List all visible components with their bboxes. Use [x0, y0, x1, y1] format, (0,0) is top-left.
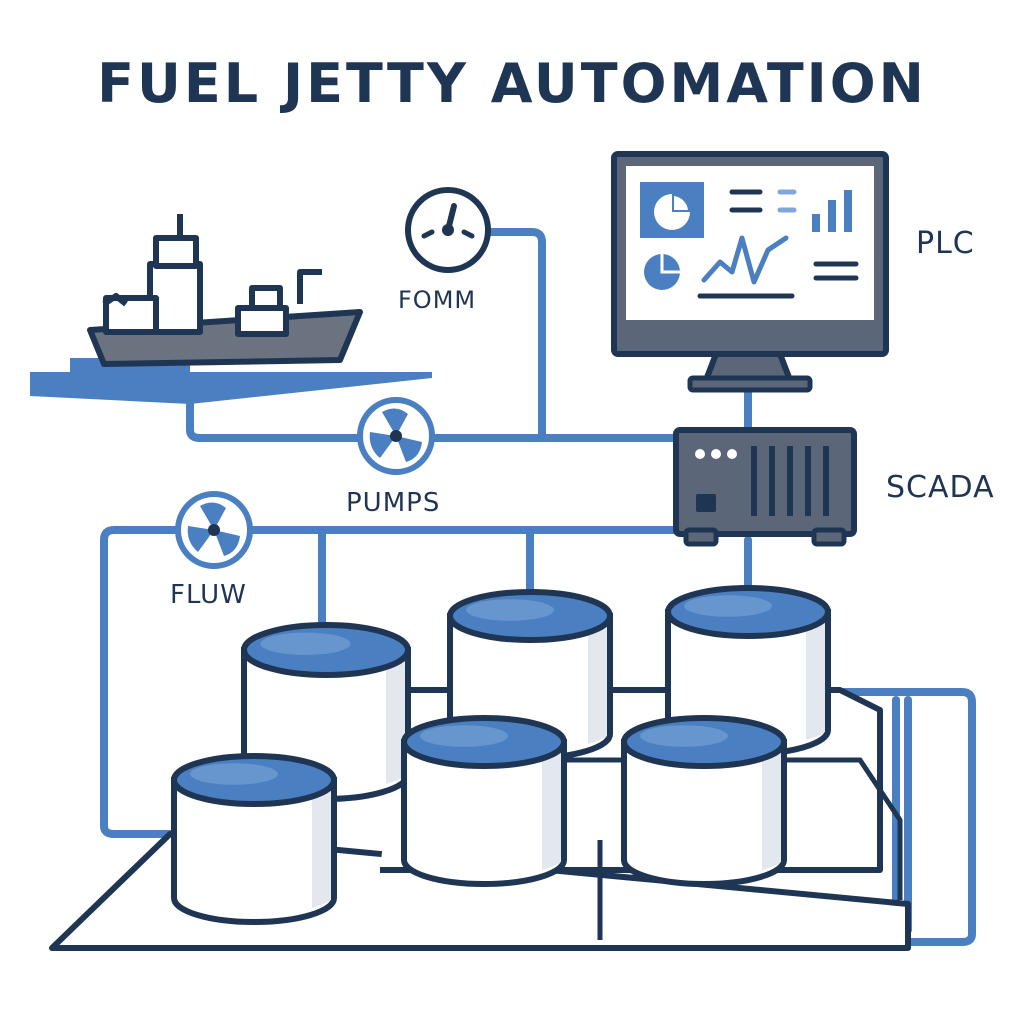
tanks — [171, 585, 831, 925]
pipe-gauge — [484, 228, 546, 442]
pump-fan-icon — [357, 397, 435, 475]
label-plc: PLC — [916, 226, 975, 261]
scada-server-icon — [673, 427, 857, 547]
platform-step — [360, 757, 903, 900]
gauge-icon — [405, 187, 491, 273]
tank-icon — [401, 715, 567, 887]
pipe-right-loop — [258, 688, 976, 946]
label-pumps: PUMPS — [346, 488, 441, 518]
diagram-title: FUEL JETTY AUTOMATION — [97, 52, 927, 115]
pipe-main-header — [186, 400, 680, 442]
label-scada: SCADA — [886, 470, 995, 505]
pipe-tank-header — [100, 526, 680, 838]
label-fluw: FLUW — [170, 580, 247, 610]
ship-icon — [87, 214, 363, 367]
tank-icon — [621, 715, 787, 887]
water — [30, 358, 432, 404]
pipe-network — [100, 228, 976, 946]
tank-icon — [171, 753, 337, 925]
label-fomm: FOMM — [398, 286, 477, 314]
flow-fan-icon — [175, 491, 253, 569]
monitor-icon — [611, 151, 889, 393]
